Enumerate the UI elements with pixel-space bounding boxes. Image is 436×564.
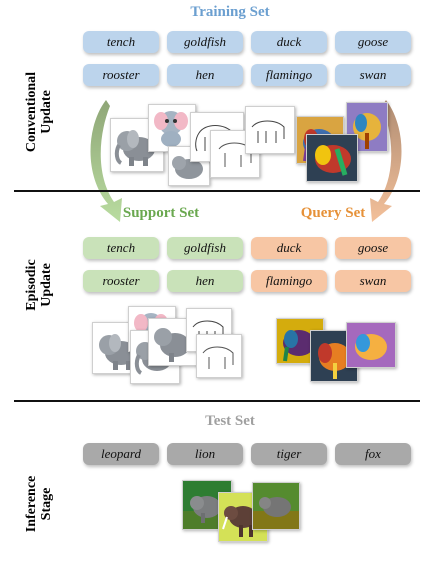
cartoon-elephant-image — [148, 318, 198, 366]
inference-stage-label: Inference Stage — [24, 454, 56, 554]
training-pill-duck: duck — [251, 31, 327, 53]
painting-elephant-image — [346, 322, 396, 368]
section-divider-1 — [14, 190, 420, 192]
query-pill-swan: swan — [335, 270, 411, 292]
inference-label-line1: Inference — [24, 475, 39, 533]
conventional-label-line2: Update — [39, 90, 54, 134]
test-pill-leopard: leopard — [83, 443, 159, 465]
training-pill-swan: swan — [335, 64, 411, 86]
training-pill-goose: goose — [335, 31, 411, 53]
section-divider-2 — [14, 400, 420, 402]
support-pill-hen: hen — [167, 270, 243, 292]
episodic-update-label: Episodic Update — [24, 235, 56, 335]
conventional-label-line1: Conventional — [24, 71, 39, 153]
support-pill-tench: tench — [83, 237, 159, 259]
query-pill-goose: goose — [335, 237, 411, 259]
episodic-label-line1: Episodic — [24, 259, 39, 311]
photo-elephant-image — [252, 482, 300, 530]
cartoon-elephant-image — [148, 104, 196, 152]
query-pill-duck: duck — [251, 237, 327, 259]
painting-elephant-image — [306, 134, 358, 182]
episodic-label-line2: Update — [39, 263, 54, 307]
training-pill-hen: hen — [167, 64, 243, 86]
test-pill-fox: fox — [335, 443, 411, 465]
painting-elephant-image — [346, 102, 388, 152]
arrow-right-icon — [370, 100, 402, 222]
test-set-header: Test Set — [205, 413, 255, 429]
training-set-header: Training Set — [190, 4, 270, 20]
training-pill-rooster: rooster — [83, 64, 159, 86]
training-pill-tench: tench — [83, 31, 159, 53]
support-set-header: Support Set — [122, 205, 200, 221]
inference-label-line2: Stage — [39, 487, 54, 521]
conventional-update-label: Conventional Update — [24, 62, 56, 162]
arrow-left-icon — [90, 100, 122, 222]
training-pill-goldfish: goldfish — [167, 31, 243, 53]
training-pill-flamingo: flamingo — [251, 64, 327, 86]
test-pill-tiger: tiger — [251, 443, 327, 465]
support-pill-goldfish: goldfish — [167, 237, 243, 259]
sketch-elephant-image — [196, 334, 242, 378]
query-set-header: Query Set — [300, 205, 366, 221]
test-pill-lion: lion — [167, 443, 243, 465]
support-pill-rooster: rooster — [83, 270, 159, 292]
sketch-elephant-image — [245, 106, 295, 154]
query-pill-flamingo: flamingo — [251, 270, 327, 292]
